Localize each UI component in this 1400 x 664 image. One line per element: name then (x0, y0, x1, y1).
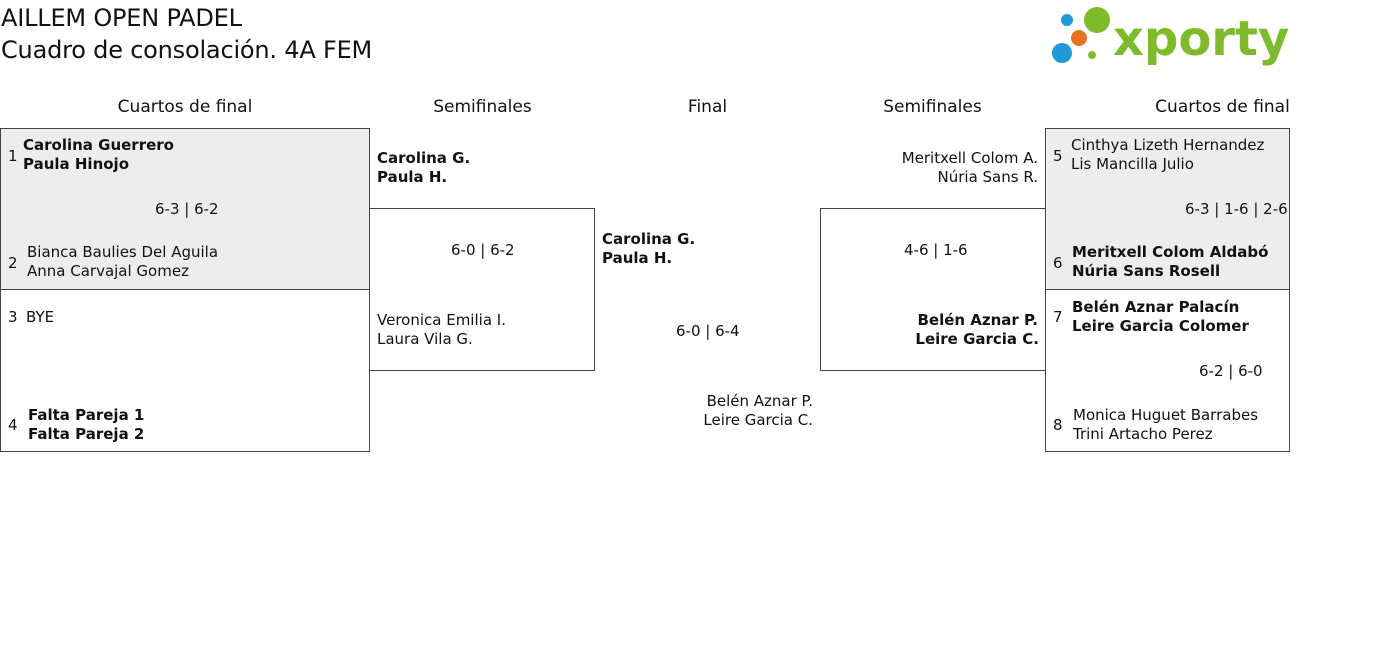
player-name: Meritxell Colom Aldabó (1072, 243, 1269, 261)
player-name: Carolina G. (602, 230, 696, 248)
player-name: Falta Pareja 2 (28, 425, 145, 443)
player-name: Monica Huguet Barrabes (1073, 406, 1259, 424)
match-box-left-qf-1[interactable]: 1 Carolina Guerrero Paula Hinojo 6-3 | 6… (0, 128, 370, 290)
player-name: Belén Aznar Palacín (1072, 298, 1240, 316)
seed-number: 5 (1053, 147, 1063, 165)
match-score: 6-0 | 6-2 (451, 241, 515, 259)
round-heading-final: Final (687, 97, 728, 117)
xporty-logo[interactable]: xporty (1050, 4, 1289, 68)
player-name: Paula H. (377, 168, 448, 186)
logo-wordmark: xporty (1113, 11, 1289, 67)
match-box-left-qf-2[interactable]: 3 BYE 4 Falta Pareja 1 Falta Pareja 2 (0, 289, 370, 452)
player-name: Falta Pareja 1 (28, 406, 145, 424)
player-name: Leire Garcia C. (915, 330, 1039, 348)
player-name: Anna Carvajal Gomez (27, 262, 189, 280)
player-name: Belén Aznar P. (917, 311, 1038, 329)
player-name: Lis Mancilla Julio (1071, 155, 1194, 173)
round-heading-right-quarters: Cuartos de final (1155, 97, 1290, 117)
bracket-line (369, 370, 595, 371)
match-score: 4-6 | 1-6 (904, 241, 968, 259)
match-box-right-qf-1[interactable]: 5 Cinthya Lizeth Hernandez Lis Mancilla … (1045, 128, 1290, 290)
bracket-line (369, 208, 595, 209)
bracket-line (820, 208, 821, 371)
round-heading-left-quarters: Cuartos de final (117, 97, 253, 117)
final-score: 6-0 | 6-4 (676, 322, 740, 340)
player-name: Leire Garcia Colomer (1072, 317, 1249, 335)
seed-number: 8 (1053, 416, 1063, 434)
match-score: 6-3 | 1-6 | 2-6 (1185, 200, 1288, 218)
player-name: Núria Sans Rosell (1072, 262, 1221, 280)
seed-number: 4 (8, 416, 18, 434)
seed-number: 6 (1053, 254, 1063, 272)
tournament-title: AILLEM OPEN PADEL (1, 4, 242, 32)
round-heading-right-semis: Semifinales (883, 97, 982, 117)
player-name: Cinthya Lizeth Hernandez (1071, 136, 1265, 154)
player-name: BYE (26, 308, 55, 326)
match-score: 6-3 | 6-2 (155, 200, 219, 218)
seed-number: 1 (8, 147, 18, 165)
match-score: 6-2 | 6-0 (1199, 362, 1263, 380)
player-name: Carolina Guerrero (23, 136, 174, 154)
player-name: Bianca Baulies Del Aguila (27, 243, 219, 261)
seed-number: 7 (1053, 308, 1063, 326)
player-name: Veronica Emilia I. (377, 311, 506, 329)
player-name: Carolina G. (377, 149, 471, 167)
player-name: Trini Artacho Perez (1073, 425, 1213, 443)
player-name: Meritxell Colom A. (901, 149, 1038, 167)
match-box-right-qf-2[interactable]: 7 Belén Aznar Palacín Leire Garcia Colom… (1045, 289, 1290, 452)
bracket-line (820, 208, 1046, 209)
seed-number: 2 (8, 254, 18, 272)
player-name: Laura Vila G. (377, 330, 473, 348)
player-name: Leire Garcia C. (703, 411, 813, 429)
player-name: Paula H. (602, 249, 673, 267)
bracket-line (594, 208, 595, 371)
player-name: Núria Sans R. (937, 168, 1038, 186)
seed-number: 3 (8, 308, 18, 326)
player-name: Paula Hinojo (23, 155, 130, 173)
draw-subtitle: Cuadro de consolación. 4A FEM (1, 36, 373, 64)
player-name: Belén Aznar P. (706, 392, 813, 410)
round-heading-left-semis: Semifinales (433, 97, 532, 117)
bracket-line (820, 370, 1046, 371)
